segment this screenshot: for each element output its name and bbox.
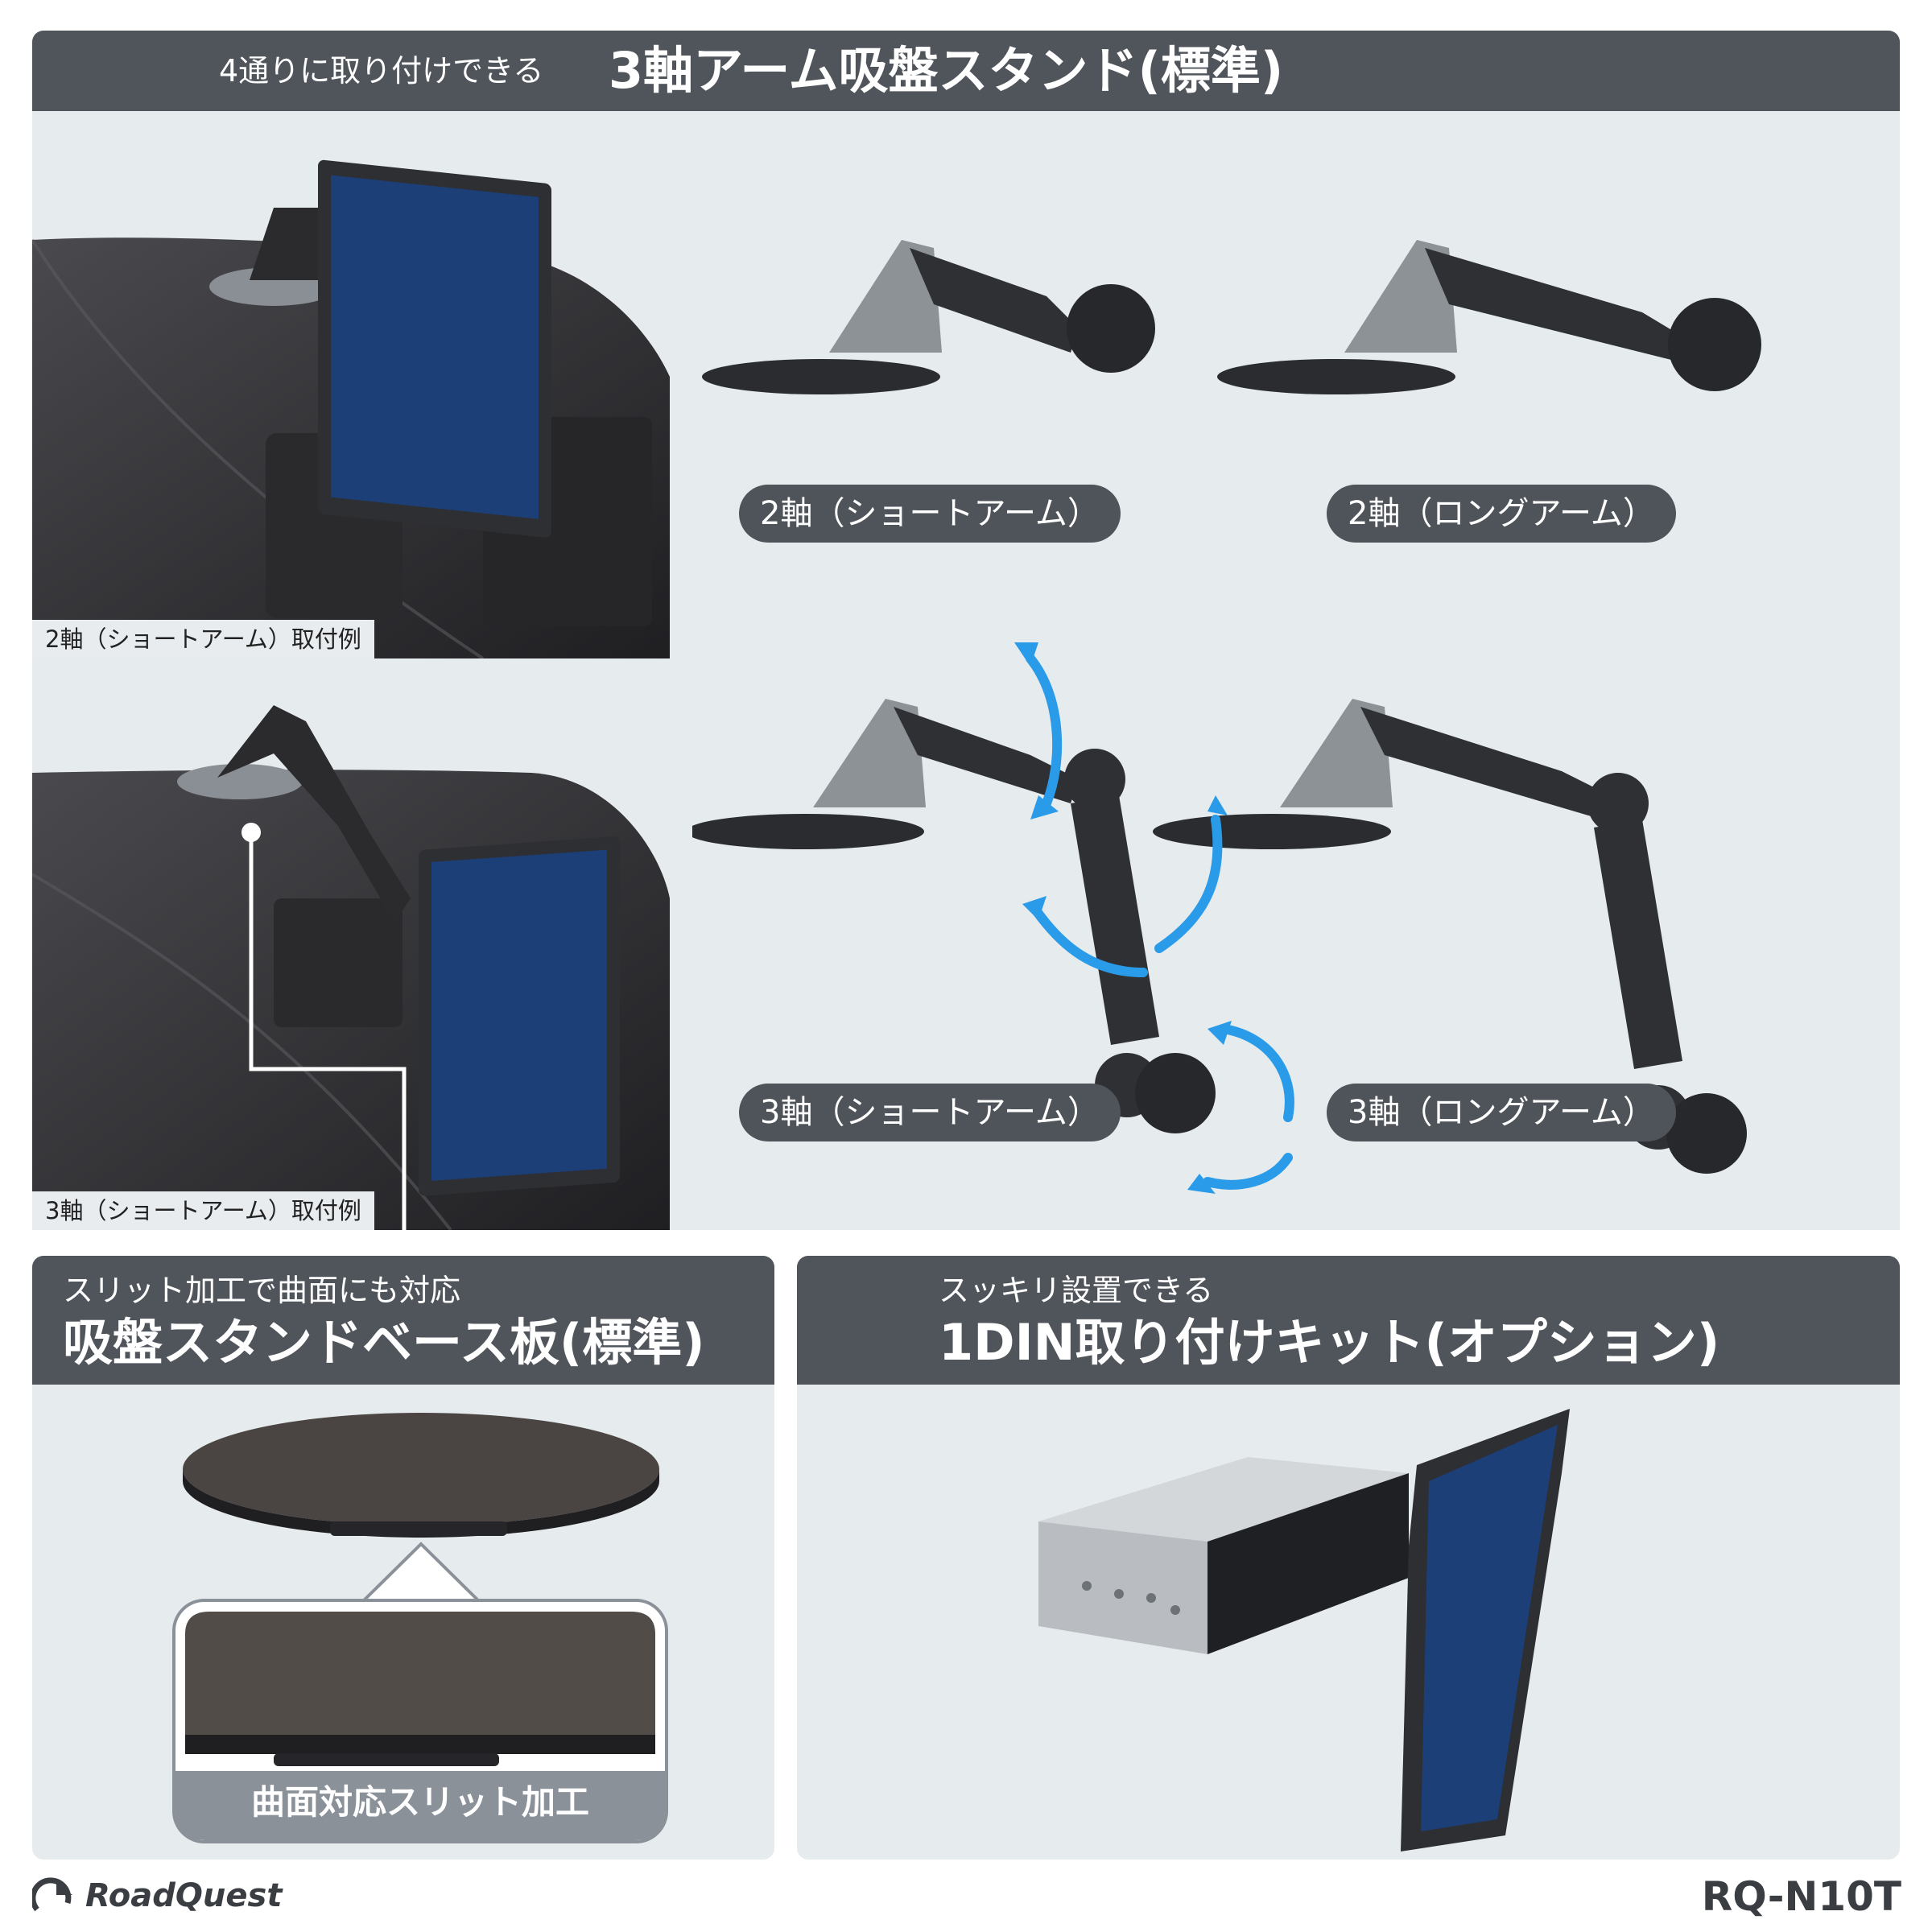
din-kit-title: 1DIN取り付けキット(オプション) xyxy=(939,1313,1720,1372)
photo-2axis-example: 2軸（ショートアーム）取付例 xyxy=(32,111,670,658)
rotation-arrows xyxy=(1026,654,1294,1190)
din-kit-panel xyxy=(797,1385,1900,1860)
photo-3axis-example: 3軸（ショートアーム）取付例 xyxy=(32,689,670,1230)
base-plate-panel: 曲面対応スリット加工 xyxy=(32,1385,774,1860)
caption-2axis-example: 2軸（ショートアーム）取付例 xyxy=(32,620,374,658)
din-kit-subtitle: スッキリ設置できる xyxy=(939,1273,1214,1308)
dashboard-photo-1 xyxy=(32,159,670,658)
brand-logo: RoadQuest xyxy=(32,1876,282,1916)
top-title: 3軸アーム吸盤スタンド(標準) xyxy=(609,41,1284,100)
slit-detail-label: 曲面対応スリット加工 xyxy=(250,1782,589,1822)
top-header: 4通りに取り付けできる 3軸アーム吸盤スタンド(標準) xyxy=(32,31,1900,111)
model-number: RQ-N10T xyxy=(1701,1873,1901,1920)
roadquest-logo-icon xyxy=(32,1877,72,1912)
caption-3axis-example: 3軸（ショートアーム）取付例 xyxy=(32,1191,374,1230)
arm-variants-illustration xyxy=(692,240,1761,1194)
variant-3axis-long: 3軸（ロングアーム） xyxy=(1327,1084,1676,1141)
variant-2axis-short: 2軸（ショートアーム） xyxy=(739,485,1121,543)
brand-name: RoadQuest xyxy=(85,1877,283,1914)
base-plate-header: スリット加工で曲面にも対応 吸盤スタンドベース板(標準) xyxy=(32,1256,774,1385)
variant-3axis-short: 3軸（ショートアーム） xyxy=(739,1084,1121,1141)
din-kit-header: スッキリ設置できる 1DIN取り付けキット(オプション) xyxy=(797,1256,1900,1385)
base-plate-subtitle: スリット加工で曲面にも対応 xyxy=(63,1273,461,1308)
top-subtitle: 4通りに取り付けできる xyxy=(219,53,544,89)
base-plate-title: 吸盤スタンドベース板(標準) xyxy=(63,1313,705,1372)
base-plate-illustration xyxy=(172,1413,668,1843)
dashboard-photo-2 xyxy=(32,705,670,1230)
din-kit-illustration xyxy=(1038,1409,1570,1852)
variant-2axis-long: 2軸（ロングアーム） xyxy=(1327,485,1676,543)
